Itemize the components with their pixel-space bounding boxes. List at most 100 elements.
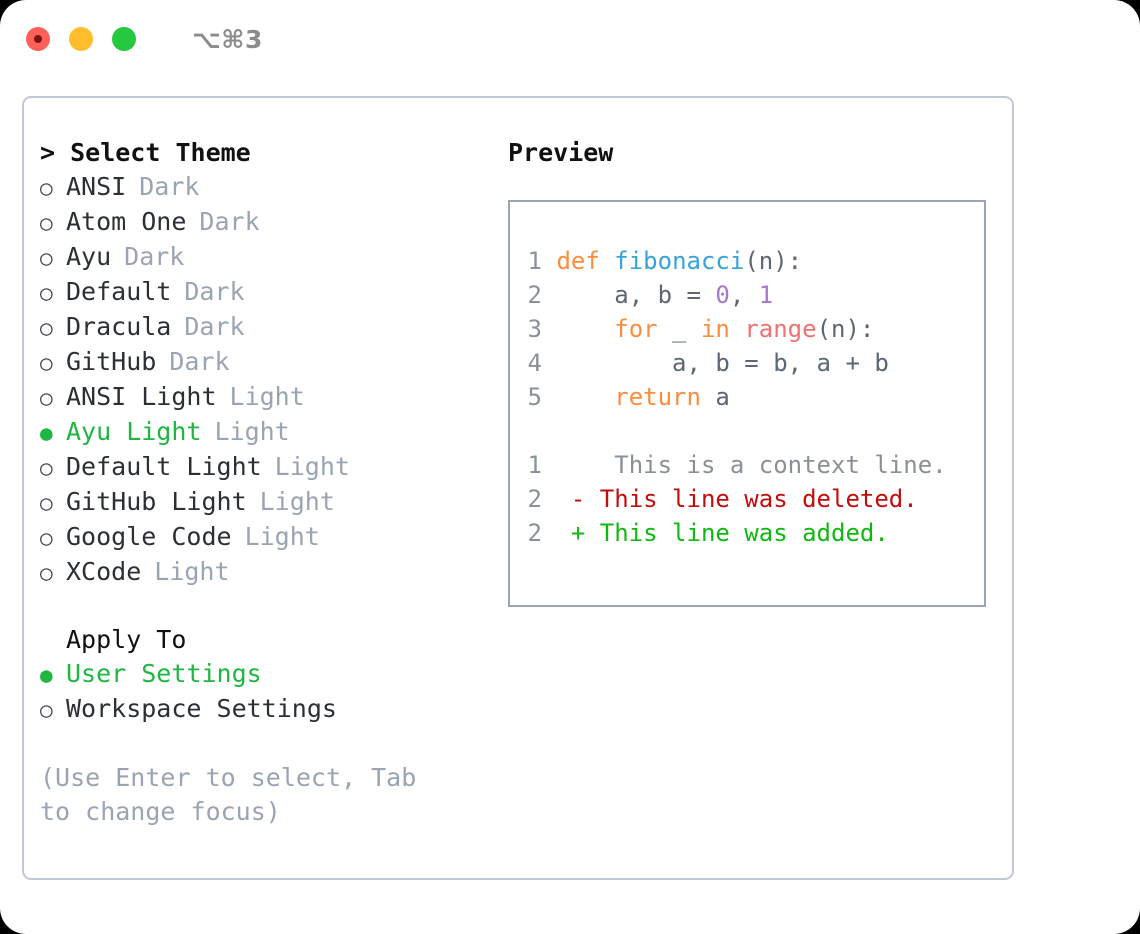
code-line: 3 for _ in range(n): [526, 312, 984, 346]
diff-line-number: 2 [527, 519, 542, 547]
code-token-plain: a [700, 383, 730, 411]
theme-category-tag: Light [229, 382, 305, 411]
radio-unselected-icon[interactable]: ○ [40, 316, 53, 340]
keyboard-shortcut-label: ⌥⌘3 [192, 24, 263, 54]
apply-to-label: Apply To [66, 625, 187, 654]
theme-category-tag: Dark [139, 172, 200, 201]
radio-unselected-icon[interactable]: ○ [40, 456, 53, 480]
diff-text: This line was deleted. [585, 485, 918, 513]
code-token-kw: def [556, 247, 600, 275]
code-token-plain [730, 315, 744, 343]
theme-category-tag: Dark [199, 207, 260, 236]
code-line-number: 3 [527, 315, 542, 343]
close-button[interactable] [26, 27, 50, 51]
theme-name: ANSI [66, 172, 127, 201]
code-token-plain [556, 383, 614, 411]
window-controls [26, 27, 136, 51]
theme-option[interactable]: ○ Atom One Dark [40, 205, 502, 240]
theme-category-tag: Dark [169, 347, 230, 376]
theme-category-tag: Light [214, 417, 290, 446]
radio-unselected-icon[interactable]: ○ [40, 491, 53, 515]
theme-name: GitHub Light [66, 487, 247, 516]
code-token-plain [600, 247, 614, 275]
code-line: 2 a, b = 0, 1 [526, 278, 984, 312]
theme-name: Default [66, 277, 172, 306]
maximize-button[interactable] [112, 27, 136, 51]
theme-name: Ayu [66, 242, 112, 271]
diff-text: This is a context line. [585, 451, 947, 479]
theme-option[interactable]: ○ GitHub Dark [40, 345, 502, 380]
code-line: 5 return a [526, 380, 984, 414]
radio-unselected-icon[interactable]: ○ [40, 211, 53, 235]
code-token-call: range [744, 315, 817, 343]
code-token-num: 0 [715, 281, 730, 309]
code-line-number: 5 [527, 383, 542, 411]
code-token-fn: fibonacci [614, 247, 745, 275]
radio-unselected-icon[interactable]: ○ [40, 698, 53, 722]
theme-option[interactable]: ● Ayu Light Light [40, 415, 502, 450]
radio-unselected-icon[interactable]: ○ [40, 526, 53, 550]
code-token-plain: (n): [816, 315, 875, 343]
radio-unselected-icon[interactable]: ○ [40, 351, 53, 375]
apply-to-option[interactable]: ● User Settings [40, 657, 502, 692]
apply-to-name: Workspace Settings [66, 694, 337, 723]
apply-to-option[interactable]: ○ Workspace Settings [40, 692, 502, 727]
theme-name: XCode [66, 557, 142, 586]
radio-unselected-icon[interactable]: ○ [40, 246, 53, 270]
code-line: 1 def fibonacci(n): [526, 244, 984, 278]
theme-category-tag: Light [244, 522, 320, 551]
theme-name: Dracula [66, 312, 172, 341]
minimize-button[interactable] [69, 27, 93, 51]
theme-category-tag: Light [259, 487, 335, 516]
diff-line-number: 2 [527, 485, 542, 513]
radio-unselected-icon[interactable]: ○ [40, 561, 53, 585]
code-line: 4 a, b = b, a + b [526, 346, 984, 380]
theme-name: Atom One [66, 207, 187, 236]
diff-sign: + [570, 519, 586, 547]
code-token-plain [556, 315, 614, 343]
apply-to-section: Apply To ● User Settings ○ Workspace Settin… [40, 623, 502, 727]
theme-option[interactable]: ○ GitHub Light Light [40, 485, 502, 520]
theme-option[interactable]: ○ Dracula Dark [40, 310, 502, 345]
code-line-number: 2 [527, 281, 542, 309]
radio-unselected-icon[interactable]: ○ [40, 176, 53, 200]
diff-sample: 1 This is a context line.2 - This line w… [526, 448, 984, 550]
radio-unselected-icon[interactable]: ○ [40, 281, 53, 305]
theme-option[interactable]: ○ ANSI Dark [40, 170, 502, 205]
theme-name: GitHub [66, 347, 157, 376]
title-bar: ⌥⌘3 [0, 0, 1140, 78]
theme-option[interactable]: ○ XCode Light [40, 555, 502, 590]
code-token-kw: in [700, 315, 730, 343]
preview-title: Preview [508, 138, 614, 167]
code-token-plain: , [729, 281, 759, 309]
radio-selected-icon[interactable]: ● [40, 663, 53, 687]
theme-category-tag: Dark [184, 312, 245, 341]
radio-unselected-icon[interactable]: ○ [40, 386, 53, 410]
radio-selected-icon[interactable]: ● [40, 421, 53, 445]
theme-category-tag: Light [154, 557, 230, 586]
code-token-plain: _ [657, 315, 701, 343]
theme-name: Ayu Light [66, 417, 202, 446]
code-token-plain: (n): [744, 247, 803, 275]
diff-line-number: 1 [527, 451, 542, 479]
theme-name: Default Light [66, 452, 262, 481]
apply-to-name: User Settings [66, 659, 262, 688]
code-token-plain: a, b = b, a + b [556, 349, 889, 377]
code-line-number: 1 [527, 247, 542, 275]
diff-text: This line was added. [585, 519, 889, 547]
code-line-number: 4 [527, 349, 542, 377]
diff-line: 1 This is a context line. [526, 448, 984, 482]
apply-to-list: ● User Settings ○ Workspace Settings [40, 657, 502, 727]
preview-spacer [526, 414, 984, 448]
